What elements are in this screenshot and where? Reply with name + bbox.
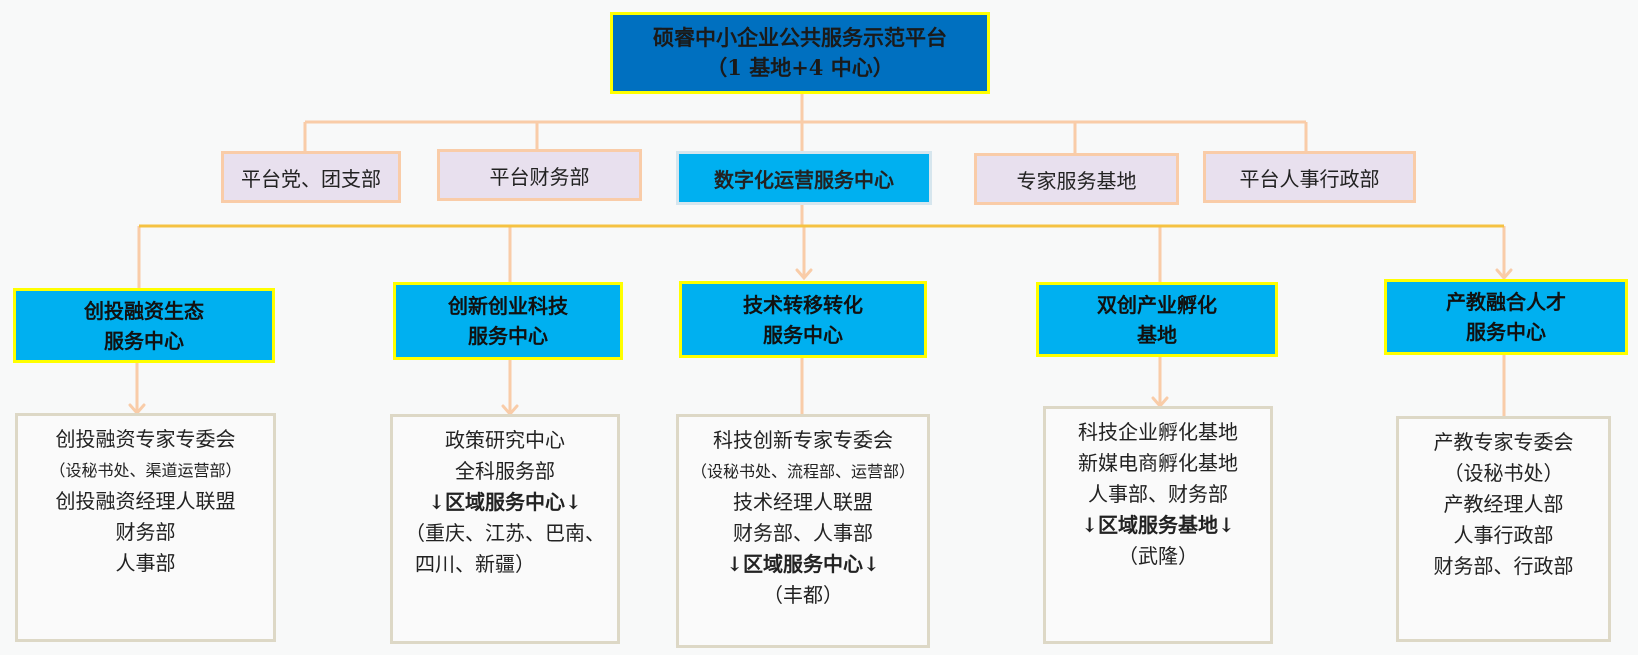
center-label-line2: 基地: [1137, 322, 1177, 347]
dept-hr-admin-label: 平台人事行政部: [1239, 166, 1380, 191]
center-box-investment: 创投融资生态 服务中心: [13, 288, 275, 363]
detail-box-talent: 产教专家专委会 （设秘书处） 产教经理人部 人事行政部 财务部、行政部: [1396, 416, 1611, 642]
detail-line: 人事部: [115, 551, 176, 575]
dept-party-box: 平台党、团支部: [221, 151, 401, 203]
detail-line: 创投融资经理人联盟: [55, 489, 236, 513]
detail-line: 财务部、人事部: [733, 521, 873, 545]
detail-line: 技术经理人联盟: [733, 490, 873, 514]
detail-line: 创投融资专家专委会: [55, 427, 236, 451]
center-label-line2: 服务中心: [1466, 320, 1546, 344]
detail-line: 全科服务部: [455, 459, 555, 483]
platform-title-box: 硕睿中小企业公共服务示范平台 （1 基地+4 中心）: [610, 12, 990, 94]
detail-line: （设秘书处）: [1443, 461, 1564, 485]
detail-line: 人事部、财务部: [1088, 482, 1228, 506]
center-label-line2: 服务中心: [763, 322, 843, 347]
center-label-line1: 双创产业孵化: [1097, 292, 1217, 317]
detail-line: 财务部: [115, 520, 176, 544]
dept-expert-base-box: 专家服务基地: [974, 153, 1179, 205]
detail-line-region-heading: ↓区域服务基地↓: [1081, 513, 1235, 537]
dept-hr-admin-box: 平台人事行政部: [1203, 151, 1416, 203]
dept-expert-base-label: 专家服务基地: [1016, 168, 1137, 193]
dept-finance-label: 平台财务部: [489, 164, 590, 189]
detail-line-region-heading: ↓区域服务中心↓: [428, 490, 582, 514]
center-box-tech-transfer: 技术转移转化 服务中心: [679, 281, 927, 358]
center-label-line2: 服务中心: [104, 328, 184, 353]
digital-center-box: 数字化运营服务中心: [676, 151, 932, 205]
center-label-line1: 技术转移转化: [743, 292, 863, 317]
detail-line: 产教专家专委会: [1433, 430, 1574, 454]
detail-line: 人事行政部: [1453, 523, 1554, 547]
detail-box-innovation: 政策研究中心 全科服务部 ↓区域服务中心↓ （重庆、江苏、巴南、 四川、新疆）: [390, 414, 620, 644]
dept-finance-box: 平台财务部: [437, 149, 642, 201]
center-label-line1: 创投融资生态: [84, 298, 204, 323]
detail-box-incubation: 科技企业孵化基地 新媒电商孵化基地 人事部、财务部 ↓区域服务基地↓ （武隆）: [1043, 406, 1273, 644]
detail-box-investment: 创投融资专家专委会 （设秘书处、渠道运营部） 创投融资经理人联盟 财务部 人事部: [15, 413, 276, 642]
digital-center-label: 数字化运营服务中心: [714, 167, 894, 192]
detail-line-region-heading: ↓区域服务中心↓: [726, 552, 880, 576]
detail-line: 政策研究中心: [445, 428, 565, 452]
detail-line: 四川、新疆）: [415, 552, 535, 576]
center-label-line1: 产教融合人才: [1446, 290, 1566, 314]
detail-line: 新媒电商孵化基地: [1078, 451, 1238, 475]
detail-line: 产教经理人部: [1443, 492, 1564, 516]
detail-line: 财务部、行政部: [1433, 554, 1574, 578]
detail-line: （重庆、江苏、巴南、: [405, 521, 605, 545]
platform-subtitle: （1 基地+4 中心）: [706, 55, 894, 80]
center-label-line1: 创新创业科技: [448, 294, 568, 318]
detail-box-tech-transfer: 科技创新专家专委会 （设秘书处、流程部、运营部） 技术经理人联盟 财务部、人事部…: [676, 414, 930, 648]
center-label-line2: 服务中心: [468, 324, 548, 348]
detail-line: （丰都）: [763, 583, 843, 607]
detail-line: 科技创新专家专委会: [713, 428, 893, 452]
dept-party-label: 平台党、团支部: [241, 166, 381, 191]
detail-line: 科技企业孵化基地: [1078, 420, 1238, 444]
center-box-incubation: 双创产业孵化 基地: [1036, 282, 1278, 357]
center-box-innovation: 创新创业科技 服务中心: [393, 282, 623, 360]
detail-line: （设秘书处、渠道运营部）: [49, 461, 242, 480]
center-box-talent: 产教融合人才 服务中心: [1384, 279, 1628, 355]
detail-line: （设秘书处、流程部、运营部）: [690, 462, 915, 481]
detail-line: （武隆）: [1118, 544, 1198, 568]
platform-title: 硕睿中小企业公共服务示范平台: [653, 25, 947, 50]
